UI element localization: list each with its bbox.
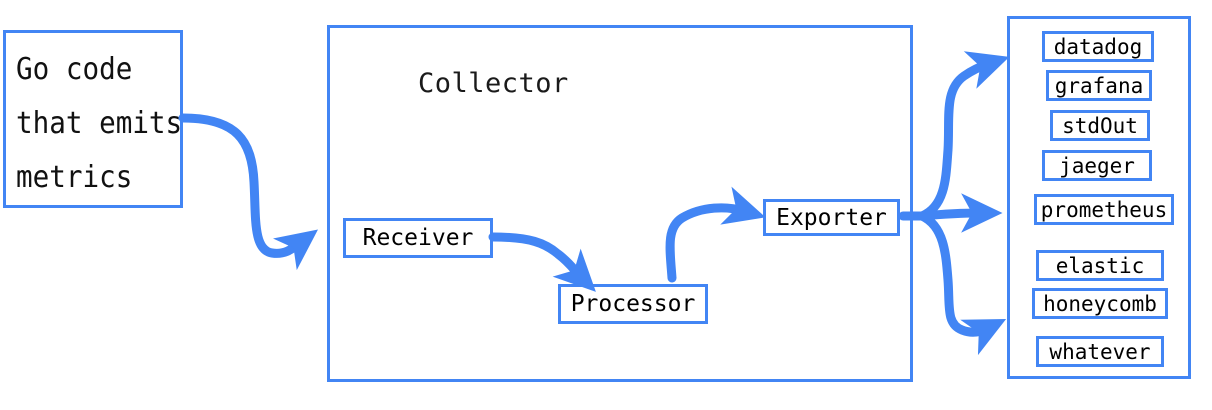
collector-title: Collector xyxy=(418,68,569,99)
processor-node: Processor xyxy=(558,284,708,324)
source-line-1: Go code xyxy=(16,52,133,87)
source-line-2: that emits xyxy=(16,106,183,141)
arrow-source-to-receiver xyxy=(178,113,318,271)
backend-node-honeycomb: honeycomb xyxy=(1032,288,1168,319)
receiver-node: Receiver xyxy=(343,218,493,258)
arrow-exporter-fanout-mid xyxy=(917,193,1003,233)
backend-node-jaeger: jaeger xyxy=(1042,150,1152,181)
go-code-source-box: Go code that emits metrics xyxy=(3,30,183,208)
arrow-exporter-fanout-down xyxy=(917,211,1007,356)
backend-node-stdout: stdOut xyxy=(1050,110,1150,141)
backend-node-whatever: whatever xyxy=(1036,336,1164,367)
backend-node-elastic: elastic xyxy=(1036,250,1164,281)
backend-node-prometheus: prometheus xyxy=(1034,194,1174,225)
source-line-3: metrics xyxy=(16,160,133,195)
backend-node-datadog: datadog xyxy=(1042,31,1154,62)
arrow-exporter-fanout-up xyxy=(917,51,1010,221)
exporter-node: Exporter xyxy=(763,199,900,236)
backend-node-grafana: grafana xyxy=(1046,70,1152,101)
